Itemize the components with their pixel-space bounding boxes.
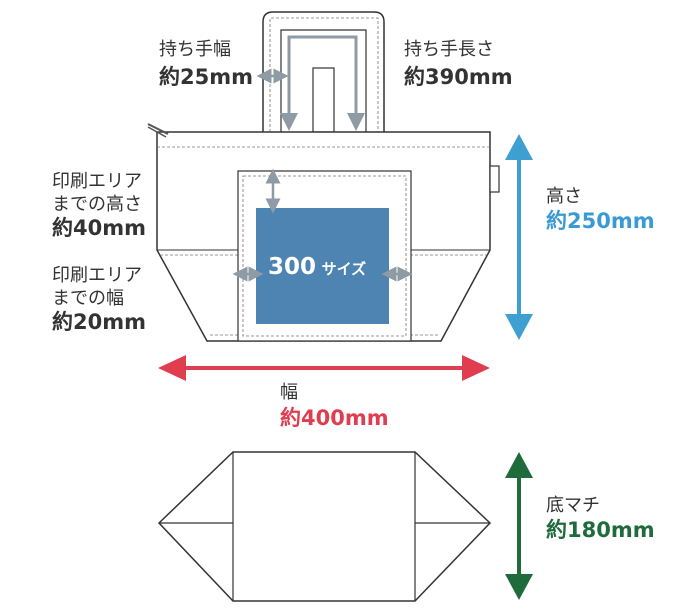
- gusset-arrow: [505, 452, 533, 600]
- print-width-line1: 印刷エリア: [52, 265, 142, 286]
- handle-length-arrow: [280, 35, 365, 131]
- gusset-title: 底マチ: [546, 495, 600, 516]
- print-width-line2: までの幅: [52, 288, 124, 309]
- print-area-size-suffix: サイズ: [321, 260, 367, 278]
- width-value: 約400mm: [280, 406, 389, 430]
- print-height-line1: 印刷エリア: [52, 171, 142, 192]
- print-height-line2: までの高さ: [52, 194, 142, 215]
- handle-width-title: 持ち手幅: [159, 39, 231, 60]
- print-width-value: 約20mm: [52, 310, 146, 334]
- print-height-value: 約40mm: [52, 216, 146, 240]
- height-title: 高さ: [546, 186, 582, 207]
- print-area-label: 300 サイズ: [268, 254, 366, 280]
- handle-width-value: 約25mm: [159, 65, 253, 89]
- bag-handle: [262, 11, 385, 133]
- height-arrow: [505, 134, 533, 340]
- gusset-value: 約180mm: [546, 518, 655, 542]
- height-value: 約250mm: [546, 209, 655, 233]
- width-title: 幅: [280, 382, 298, 403]
- zipper-pull-icon: [147, 123, 169, 138]
- bag-bottom-gusset: [157, 451, 492, 602]
- print-area: [256, 208, 389, 324]
- handle-length-value: 約390mm: [404, 65, 513, 89]
- handle-length-title: 持ち手長さ: [404, 39, 494, 60]
- print-area-size: 300: [268, 254, 317, 280]
- width-arrow: [158, 355, 490, 381]
